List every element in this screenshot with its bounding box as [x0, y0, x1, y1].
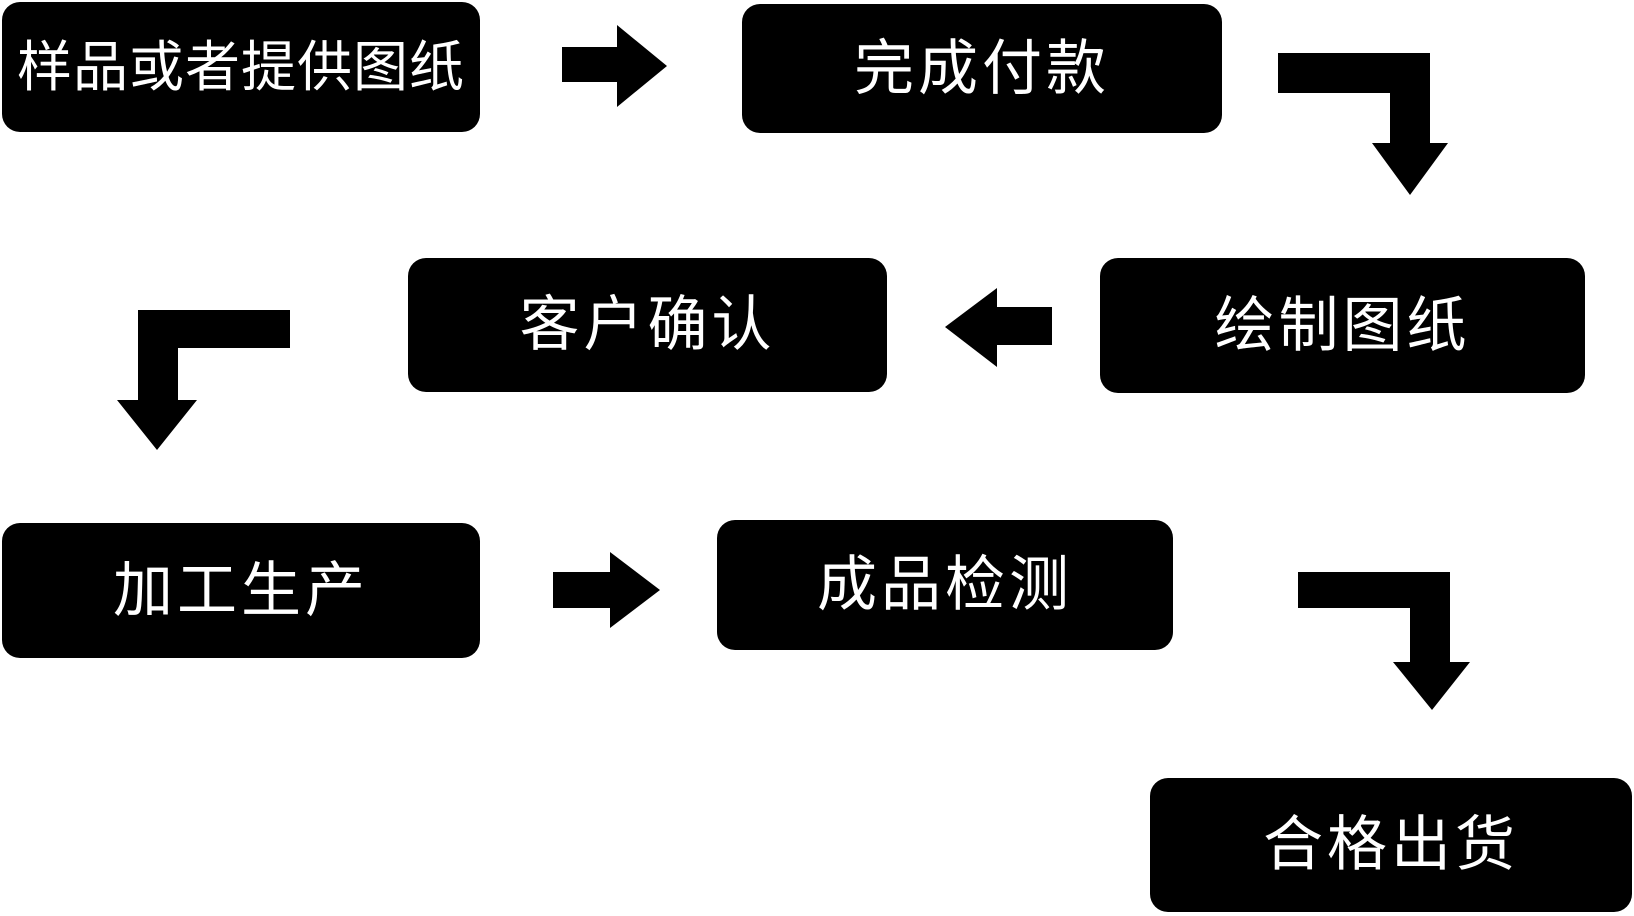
elbow-down-arrow-icon — [1298, 572, 1470, 710]
elbow-down-arrow-icon — [117, 310, 290, 450]
flow-node-production: 加工生产 — [2, 523, 480, 658]
elbow-down-arrow-icon — [1278, 53, 1448, 195]
flow-node-label: 样品或者提供图纸 — [16, 34, 465, 99]
flow-node-label: 合格出货 — [1263, 810, 1519, 880]
flow-node-payment: 完成付款 — [742, 4, 1222, 133]
flow-node-label: 完成付款 — [854, 33, 1110, 104]
flow-node-label: 成品检测 — [817, 550, 1073, 620]
flow-node-draw-drawings: 绘制图纸 — [1100, 258, 1585, 393]
flow-node-customer-confirm: 客户确认 — [408, 258, 887, 392]
flow-node-label: 加工生产 — [113, 555, 369, 626]
left-arrow-icon — [945, 288, 1052, 367]
flow-node-label: 客户确认 — [519, 290, 776, 360]
flow-node-inspection: 成品检测 — [717, 520, 1173, 650]
right-arrow-icon — [553, 552, 660, 628]
flow-node-sample-or-drawings: 样品或者提供图纸 — [2, 2, 480, 132]
right-arrow-icon — [562, 25, 667, 107]
flow-node-shipment: 合格出货 — [1150, 778, 1632, 912]
flow-node-label: 绘制图纸 — [1214, 290, 1471, 361]
